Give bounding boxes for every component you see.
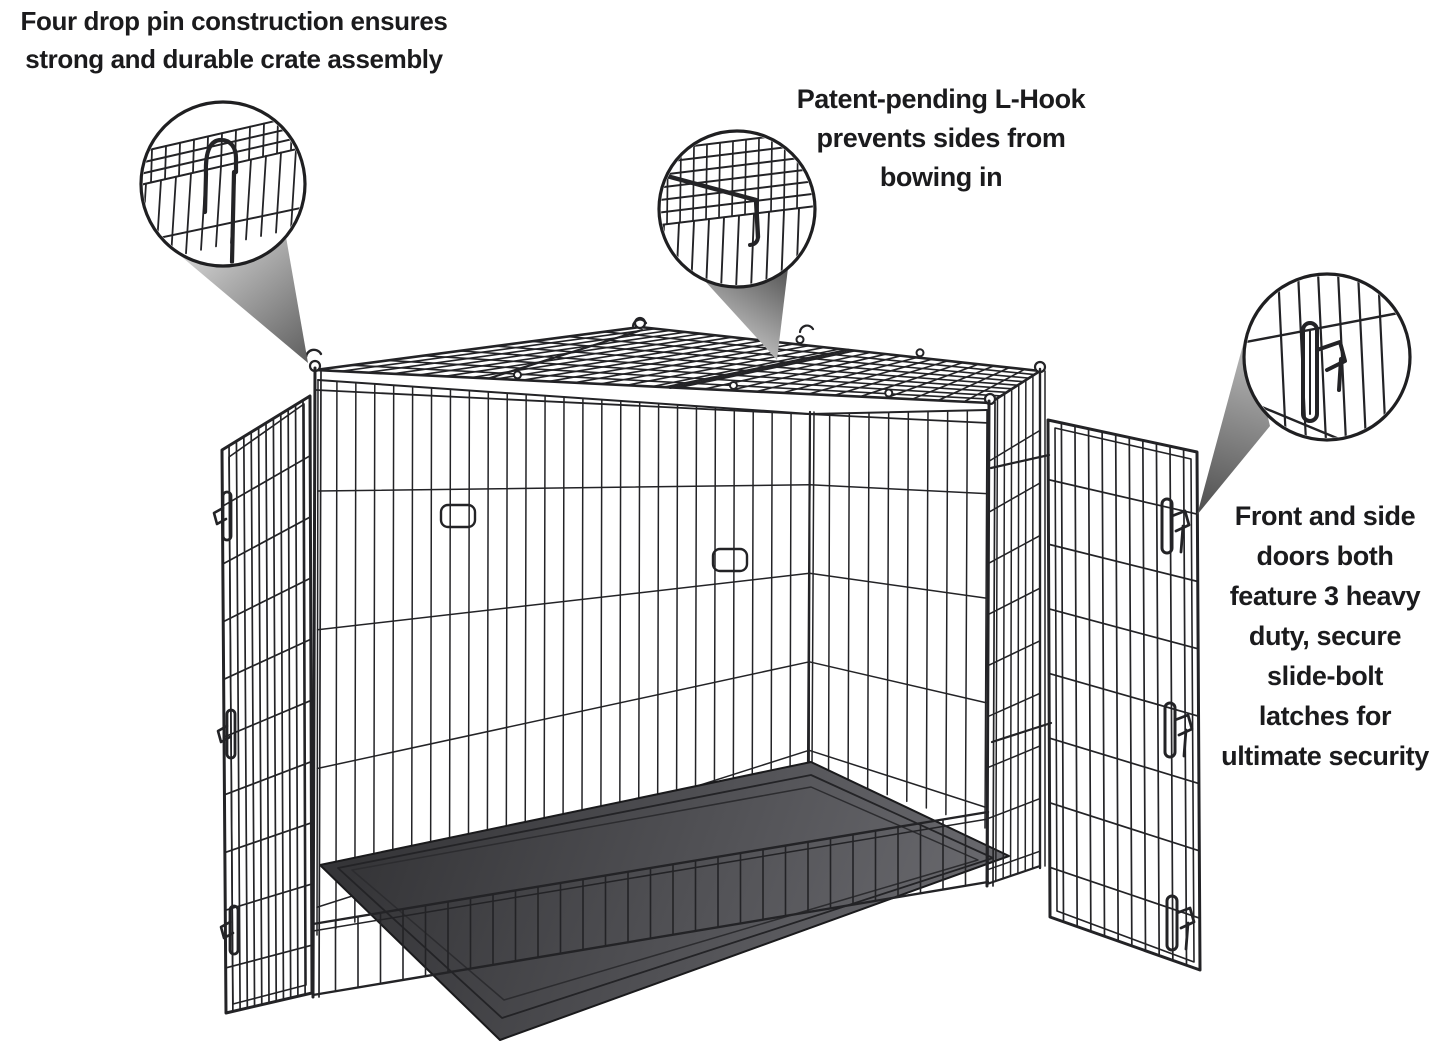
crate-side-door-open (1046, 418, 1202, 972)
callout-text-l-hook: Patent-pending L-Hook prevents sides fro… (796, 84, 1086, 192)
callout-circles (139, 100, 1412, 442)
slide-bolt-latch-icon (1165, 894, 1179, 952)
callout-text-drop-pin: Four drop pin construction ensures stron… (20, 6, 448, 74)
slide-bolt-latch-icon (1160, 497, 1174, 555)
wire-crate (212, 316, 1202, 1041)
crate-corner-posts (311, 366, 1053, 999)
slide-bolt-latch-icon (221, 490, 233, 542)
crate-pan (319, 761, 1010, 1041)
crate-top-panel (304, 316, 1047, 406)
crate-front-bottom-rail (311, 810, 990, 997)
slide-bolt-latch-icon (225, 708, 237, 760)
slide-bolt-latch-icon (1163, 701, 1177, 759)
crate-front-door-open (212, 394, 314, 1015)
callout-text-slide-bolt: Front and side doors both feature 3 heav… (1221, 501, 1429, 771)
slide-bolt-latch-icon (228, 904, 240, 956)
callout-circle-slide-bolt-latch-detail (1242, 272, 1412, 442)
